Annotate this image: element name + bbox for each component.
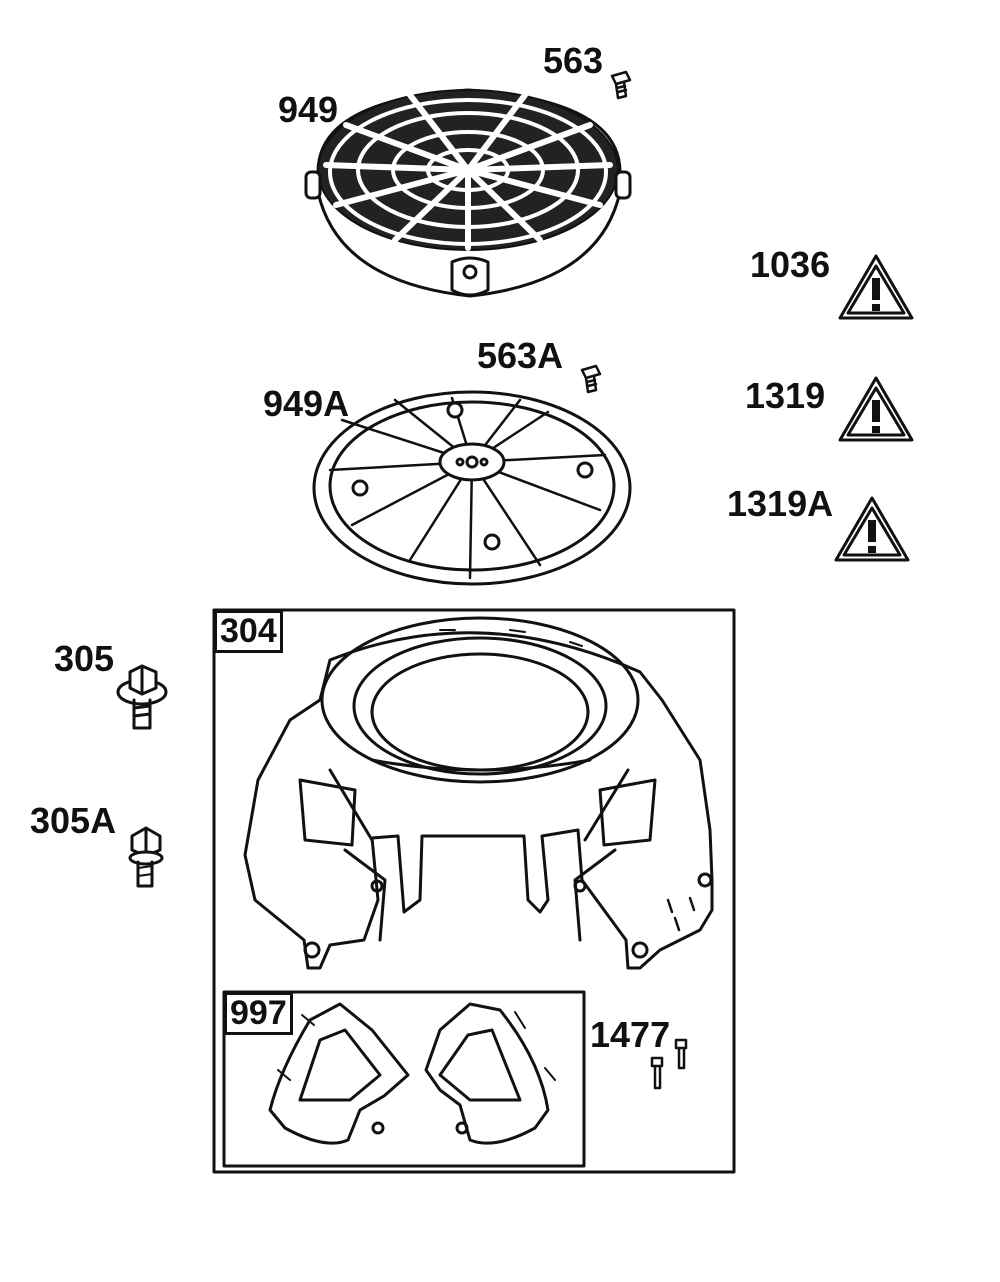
part-997-deflector-left [268,1002,410,1145]
label-305a: 305A [30,800,117,841]
part-1477-pins [650,1038,688,1090]
part-997-deflector-right [424,1002,556,1145]
part-563-bolt [610,70,632,100]
label-1036: 1036 [750,244,831,285]
label-1477: 1477 [590,1014,671,1055]
label-304: 304 [214,610,283,653]
label-1319a: 1319A [727,483,834,524]
part-304-frame [212,608,736,1174]
label-563a: 563A [477,335,564,376]
label-949: 949 [278,89,339,130]
part-997-frame [222,990,586,1168]
part-305a-bolt [128,826,164,888]
label-997: 997 [224,992,293,1035]
label-563: 563 [543,40,604,81]
part-949-screen [304,88,632,298]
label-305: 305 [54,638,115,679]
label-1319: 1319 [745,375,826,416]
part-949a-fan [312,390,632,586]
part-305-bolt [116,664,168,730]
part-304-housing [243,616,714,970]
part-563a-bolt [580,364,602,394]
label-949a: 949A [263,383,350,424]
